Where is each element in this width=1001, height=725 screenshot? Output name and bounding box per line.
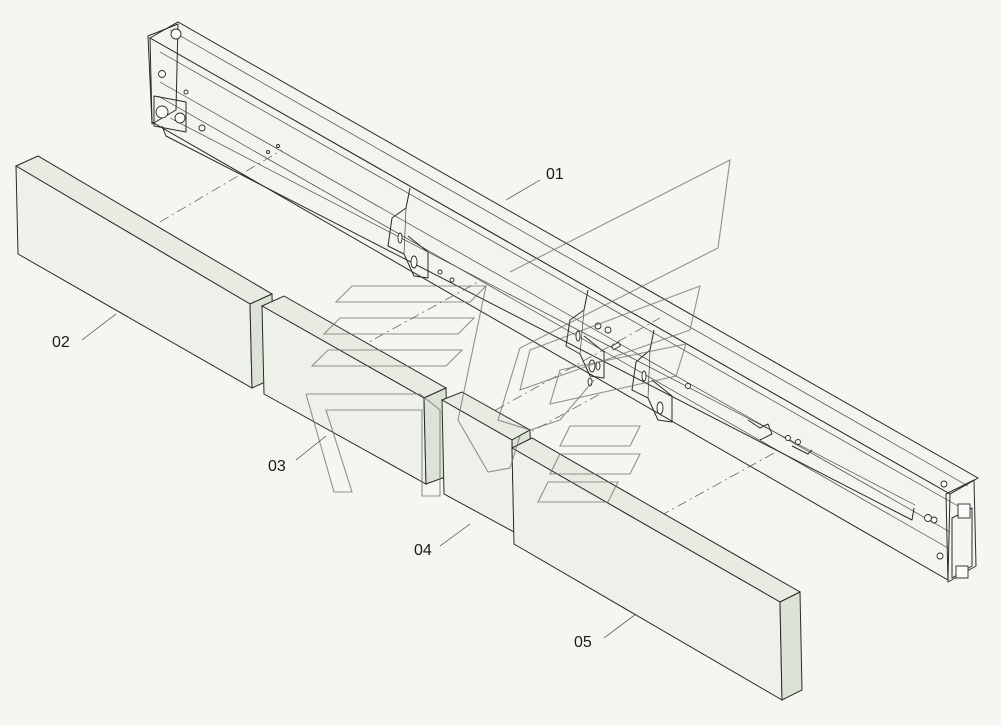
part-03-pad bbox=[260, 295, 449, 485]
part-05-pad bbox=[510, 437, 803, 701]
callout-01: 01 bbox=[546, 166, 564, 183]
callout-03: 03 bbox=[268, 458, 286, 475]
callout-02: 02 bbox=[52, 334, 70, 351]
mounting-bracket-right bbox=[587, 329, 673, 423]
callout-05: 05 bbox=[574, 634, 592, 651]
part-02-pad bbox=[14, 155, 275, 389]
part-01-beam bbox=[147, 21, 980, 583]
callout-04: 04 bbox=[414, 542, 432, 559]
leader-lines bbox=[81, 179, 637, 639]
mounting-bracket-left bbox=[387, 187, 429, 279]
watermark-emblem bbox=[305, 159, 731, 503]
